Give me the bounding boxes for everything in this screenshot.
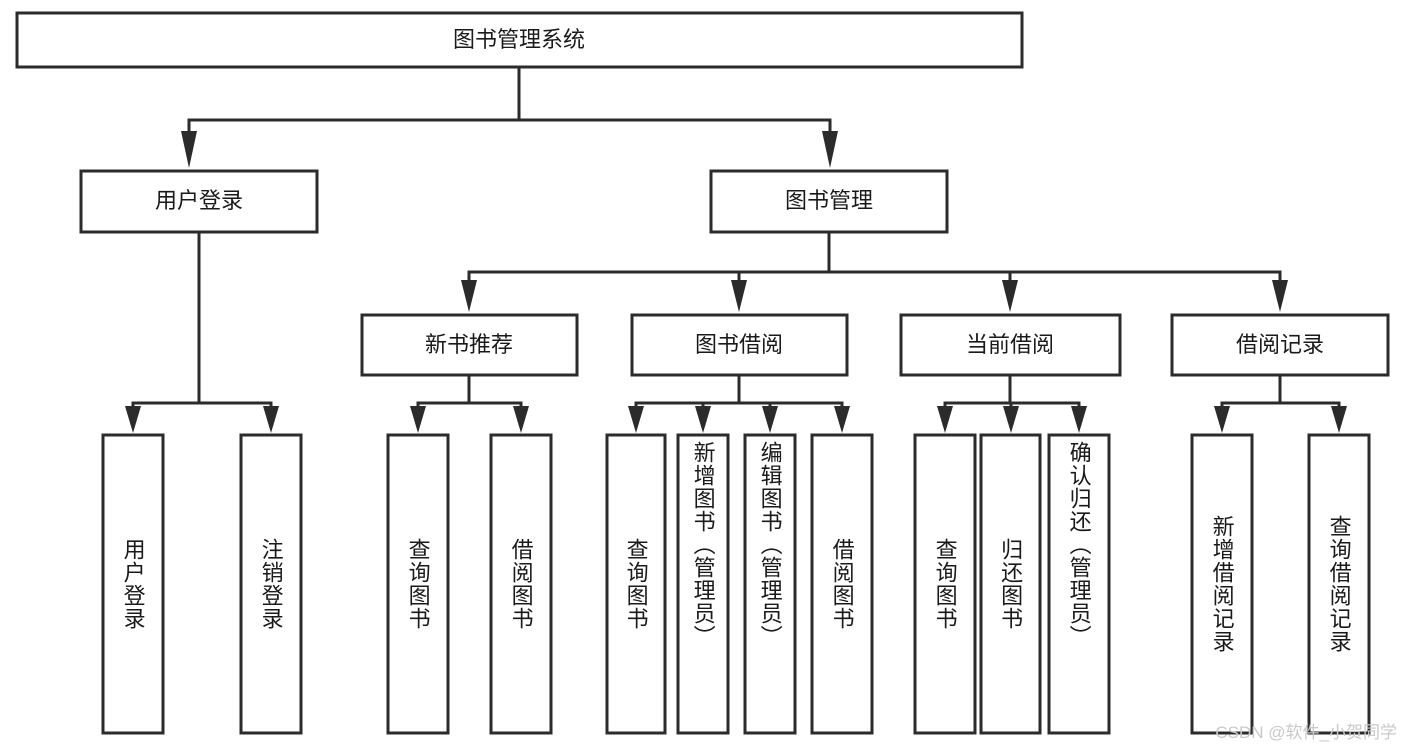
leaf-box-user-login[interactable] [101,433,165,735]
node-user-login-label: 用户登录 [155,188,243,213]
connector-root-to-level2 [181,65,838,168]
connector-bookborrow-to-leaves [628,373,850,433]
leaf-box-add-book-admin[interactable] [676,433,730,735]
node-root-label: 图书管理系统 [453,27,585,52]
node-new-book-recommend-label: 新书推荐 [425,332,513,357]
connector-newbooks-to-leaves [410,373,529,433]
connector-userlogin-to-leaves [125,230,279,433]
connector-bookmgmt-to-level3 [461,230,1288,312]
node-current-borrow[interactable] [899,313,1122,377]
leaf-box-logout-login[interactable] [239,433,303,735]
leaf-box-confirm-return-admin[interactable] [1047,433,1111,735]
node-book-borrow-label: 图书借阅 [695,332,783,357]
leaf-box-query-book-2[interactable] [605,433,667,735]
node-borrow-records-label: 借阅记录 [1236,332,1324,357]
leaf-box-borrow-book-2[interactable] [810,433,874,735]
connector-records-to-leaves [1214,373,1347,433]
node-current-borrow-label: 当前借阅 [966,332,1054,357]
watermark-text: CSDN @软件_小贺同学 [1215,723,1397,742]
node-book-management[interactable] [709,169,949,234]
node-book-management-label: 图书管理 [785,188,873,213]
connector-current-to-leaves [937,373,1087,433]
node-borrow-records[interactable] [1170,313,1390,377]
node-root[interactable] [15,11,1024,69]
node-new-book-recommend[interactable] [360,313,579,377]
leaf-box-return-book[interactable] [979,433,1042,735]
leaf-box-borrow-book-1[interactable] [489,433,553,735]
node-user-login[interactable] [79,169,319,234]
leaf-box-query-book-1[interactable] [386,433,450,735]
leaf-box-edit-book-admin[interactable] [743,433,797,735]
node-book-borrow[interactable] [630,313,849,377]
leaf-box-add-borrow-record[interactable] [1190,433,1254,735]
leaf-box-query-borrow-record[interactable] [1307,433,1371,735]
leaf-box-query-book-3[interactable] [913,433,977,735]
